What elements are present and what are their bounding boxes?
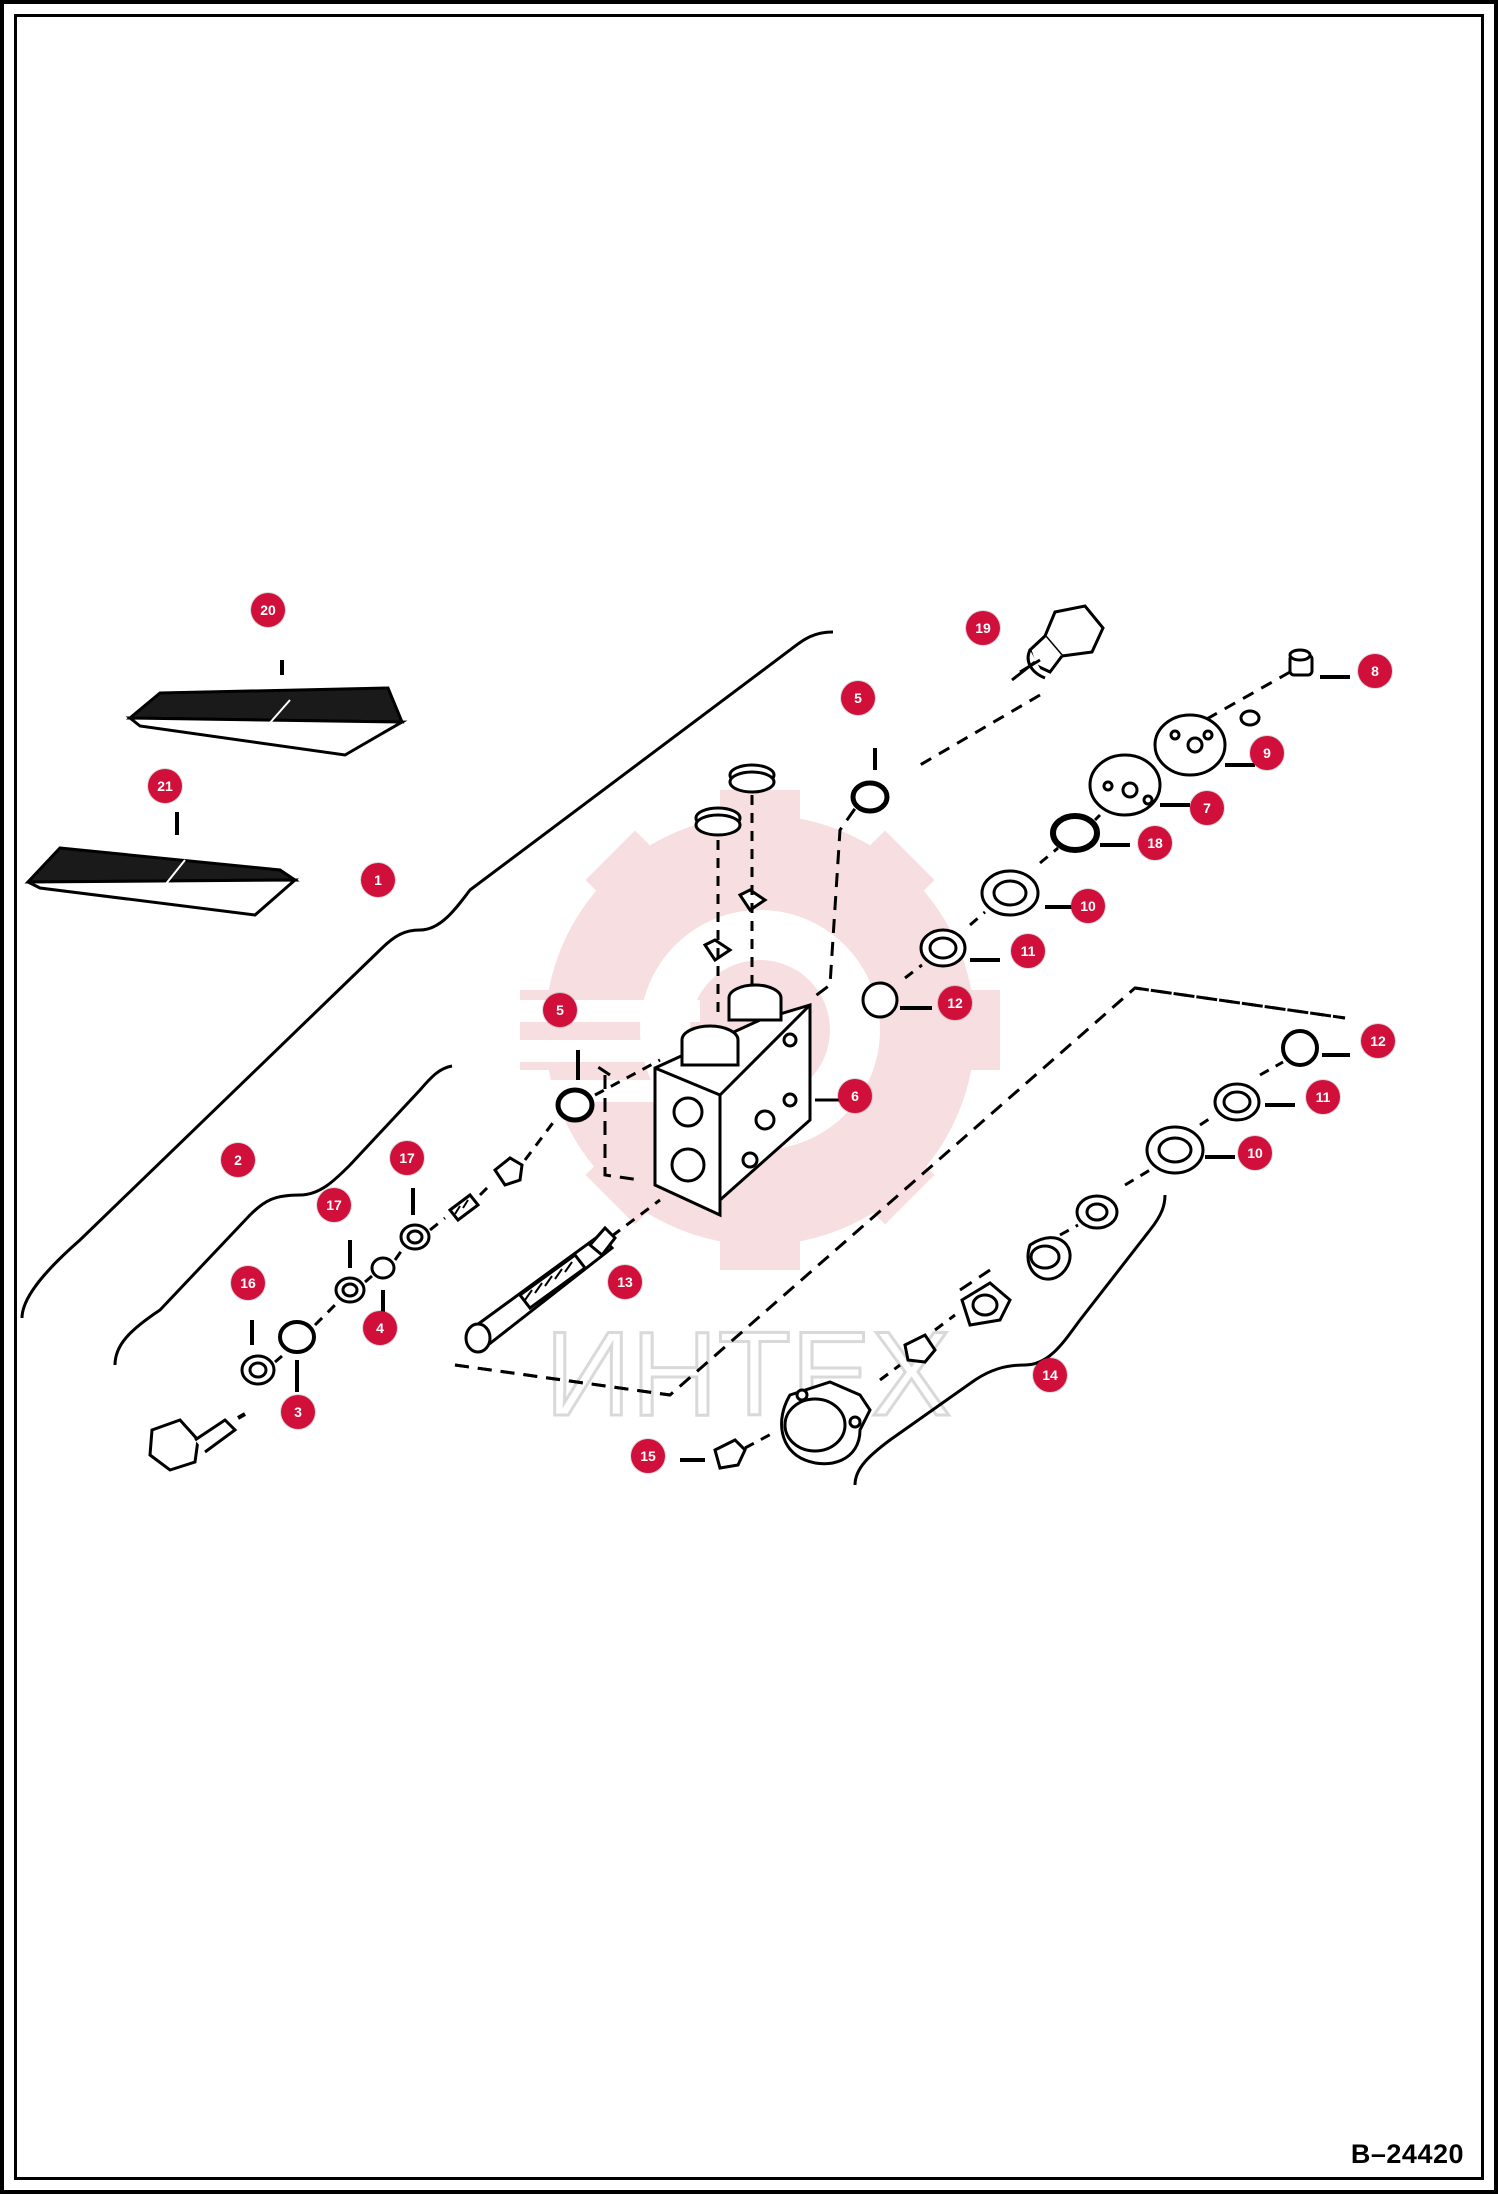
top-plugs bbox=[694, 763, 776, 1020]
lower-right-parts bbox=[680, 1029, 1350, 1470]
callout-20[interactable]: 20 bbox=[251, 593, 285, 627]
callout-5-upper[interactable]: 5 bbox=[841, 681, 875, 715]
callout-18[interactable]: 18 bbox=[1138, 826, 1172, 860]
callout-16[interactable]: 16 bbox=[231, 1266, 265, 1300]
callout-11-lower[interactable]: 11 bbox=[1306, 1080, 1340, 1114]
assembly-braces bbox=[20, 630, 1167, 1486]
callout-5-lower[interactable]: 5 bbox=[543, 993, 577, 1027]
callout-10-lower[interactable]: 10 bbox=[1238, 1136, 1272, 1170]
callout-21[interactable]: 21 bbox=[148, 769, 182, 803]
callout-8[interactable]: 8 bbox=[1358, 654, 1392, 688]
valve-body-part-6 bbox=[653, 983, 860, 1218]
gasket-part-20 bbox=[125, 660, 408, 757]
callout-17-lower[interactable]: 17 bbox=[317, 1188, 351, 1222]
drawing-code: B–24420 bbox=[1350, 2139, 1464, 2169]
callout-1[interactable]: 1 bbox=[361, 863, 395, 897]
callout-11-upper[interactable]: 11 bbox=[1011, 934, 1045, 968]
callout-4[interactable]: 4 bbox=[363, 1311, 397, 1345]
upper-right-parts bbox=[850, 648, 1350, 1019]
callout-7[interactable]: 7 bbox=[1190, 791, 1224, 825]
assembly-dashed-lines bbox=[454, 789, 1346, 1397]
watermark-text: ИНТЕХ bbox=[545, 1307, 951, 1441]
callout-12-lower[interactable]: 12 bbox=[1361, 1024, 1395, 1058]
spool-part-13 bbox=[464, 1198, 661, 1354]
left-parts bbox=[148, 1050, 661, 1472]
callout-2[interactable]: 2 bbox=[221, 1143, 255, 1177]
callout-15[interactable]: 15 bbox=[631, 1439, 665, 1473]
callout-10-upper[interactable]: 10 bbox=[1071, 889, 1105, 923]
callout-6[interactable]: 6 bbox=[838, 1079, 872, 1113]
callout-9[interactable]: 9 bbox=[1250, 736, 1284, 770]
callout-3[interactable]: 3 bbox=[281, 1395, 315, 1429]
callout-12-upper[interactable]: 12 bbox=[938, 986, 972, 1020]
gasket-part-21 bbox=[24, 812, 300, 917]
callout-17-upper[interactable]: 17 bbox=[390, 1141, 424, 1175]
callout-14[interactable]: 14 bbox=[1033, 1358, 1067, 1392]
callout-13[interactable]: 13 bbox=[608, 1265, 642, 1299]
plug-part-19 bbox=[919, 604, 1105, 767]
callout-19[interactable]: 19 bbox=[966, 611, 1000, 645]
